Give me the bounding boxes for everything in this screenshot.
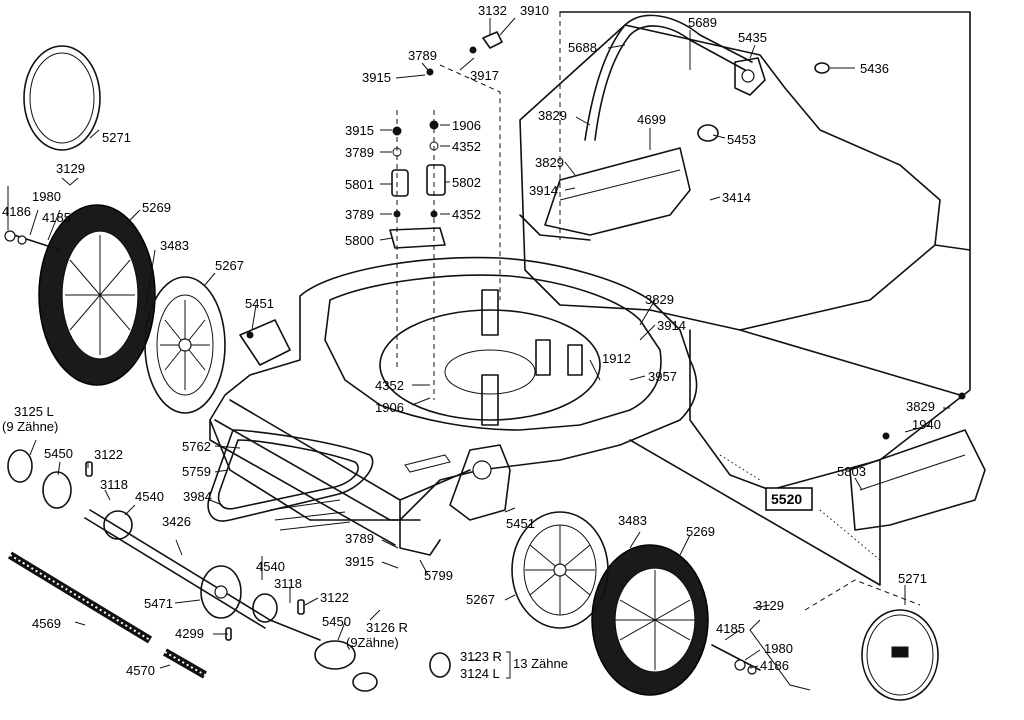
- label-3414: 3414: [722, 190, 751, 205]
- label-1940: 1940: [912, 417, 941, 432]
- gear-bracket: [506, 651, 511, 679]
- label-5451: 5451: [245, 296, 274, 311]
- label-5267: 5267: [215, 258, 244, 273]
- label-5802: 5802: [452, 175, 481, 190]
- label-4570: 4570: [126, 663, 155, 678]
- wheel-right: [511, 511, 939, 701]
- label-3118: 3118: [274, 576, 302, 591]
- label-3129: 3129: [56, 161, 85, 176]
- grass-catcher-bag: [519, 11, 971, 586]
- label-3126R-teeth: (9Zähne): [346, 635, 399, 650]
- label-5803: 5803: [837, 464, 866, 479]
- label-5688: 5688: [568, 40, 597, 55]
- label-4540: 4540: [256, 559, 285, 574]
- label-5271: 5271: [102, 130, 131, 145]
- wheel-left: [4, 45, 291, 414]
- label-4569: 4569: [32, 616, 61, 631]
- label-5269: 5269: [686, 524, 715, 539]
- label-3483: 3483: [618, 513, 647, 528]
- label-3426: 3426: [162, 514, 191, 529]
- label-3829: 3829: [535, 155, 564, 170]
- label-5453: 5453: [727, 132, 756, 147]
- label-3126R: 3126 R: [366, 620, 408, 635]
- label-3789: 3789: [345, 531, 374, 546]
- label-4540: 4540: [135, 489, 164, 504]
- deck-housing: [209, 256, 698, 556]
- pivot-pin-top: [426, 31, 503, 300]
- label-3132: 3132: [478, 3, 507, 18]
- label-3789: 3789: [345, 145, 374, 160]
- label-3483: 3483: [160, 238, 189, 253]
- label-3789: 3789: [408, 48, 437, 63]
- drive-axle: [7, 429, 378, 692]
- label-5520-box: [765, 487, 813, 511]
- label-4299: 4299: [175, 626, 204, 641]
- label-4185: 4185: [42, 210, 71, 225]
- label-3124L: 3124 L: [460, 666, 500, 681]
- label-5762: 5762: [182, 439, 211, 454]
- label-4699: 4699: [637, 112, 666, 127]
- label-1912: 1912: [602, 351, 631, 366]
- label-5450: 5450: [322, 614, 351, 629]
- label-3122: 3122: [94, 447, 123, 462]
- label-1980: 1980: [764, 641, 793, 656]
- rear-bracket: [849, 392, 986, 531]
- label-5689: 5689: [688, 15, 717, 30]
- label-3914: 3914: [657, 318, 686, 333]
- label-5799: 5799: [424, 568, 453, 583]
- label-3915: 3915: [345, 123, 374, 138]
- label-5269: 5269: [142, 200, 171, 215]
- label-3118: 3118: [100, 477, 128, 492]
- leader-lines: [7, 17, 950, 691]
- label-13-teeth: 13 Zähne: [513, 656, 568, 671]
- label-5520: 5520: [771, 491, 802, 507]
- label-3829: 3829: [906, 399, 935, 414]
- label-4352: 4352: [452, 139, 481, 154]
- gear-13-teeth: [429, 652, 451, 678]
- label-3789: 3789: [345, 207, 374, 222]
- label-3125L-teeth: (9 Zähne): [2, 419, 58, 434]
- label-1906: 1906: [452, 118, 481, 133]
- label-3917: 3917: [470, 68, 499, 83]
- drive-rods: [7, 551, 207, 679]
- rear-flap: [519, 147, 691, 241]
- label-1980: 1980: [32, 189, 61, 204]
- label-3957: 3957: [648, 369, 677, 384]
- part-labels: 3132 3910 3789 3915 3917 5688 5689 5435 …: [2, 3, 941, 681]
- label-5451: 5451: [506, 516, 535, 531]
- label-4352: 4352: [452, 207, 481, 222]
- label-5471: 5471: [144, 596, 173, 611]
- label-4186: 4186: [2, 204, 31, 219]
- label-3984: 3984: [183, 489, 212, 504]
- label-5271: 5271: [898, 571, 927, 586]
- label-3123R: 3123 R: [460, 649, 502, 664]
- label-5800: 5800: [345, 233, 374, 248]
- label-5759: 5759: [182, 464, 211, 479]
- label-3122: 3122: [320, 590, 349, 605]
- handle-assembly: [584, 14, 830, 142]
- label-3915: 3915: [362, 70, 391, 85]
- label-4185: 4185: [716, 621, 745, 636]
- height-adjust-stack: [389, 110, 446, 400]
- label-5436: 5436: [860, 61, 889, 76]
- label-1906: 1906: [375, 400, 404, 415]
- label-4352: 4352: [375, 378, 404, 393]
- label-3829: 3829: [645, 292, 674, 307]
- label-3914: 3914: [529, 183, 558, 198]
- label-5267: 5267: [466, 592, 495, 607]
- label-3829: 3829: [538, 108, 567, 123]
- label-3915: 3915: [345, 554, 374, 569]
- label-3125L: 3125 L: [14, 404, 54, 419]
- label-5450: 5450: [44, 446, 73, 461]
- label-5435: 5435: [738, 30, 767, 45]
- label-4186: 4186: [760, 658, 789, 673]
- label-3910: 3910: [520, 3, 549, 18]
- label-5801: 5801: [345, 177, 374, 192]
- label-3129: 3129: [755, 598, 784, 613]
